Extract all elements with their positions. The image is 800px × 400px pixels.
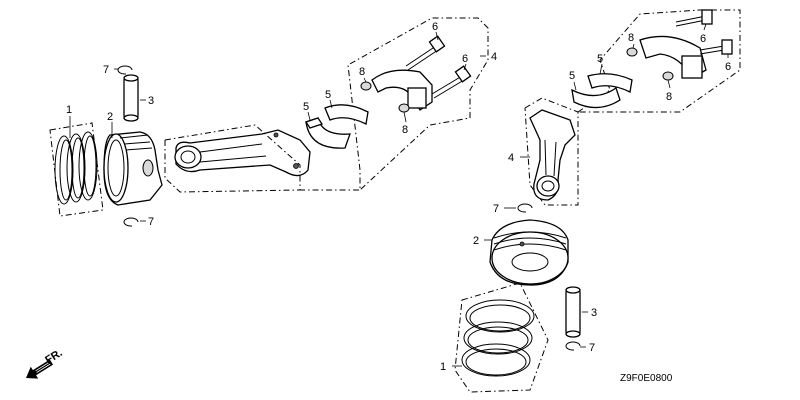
pin-clip-left-bottom [123, 217, 139, 227]
pin-clip-right-bottom [565, 341, 581, 351]
callout-connecting-rod-left: 4 [491, 51, 497, 63]
piston-rings-right [461, 299, 535, 377]
callout-rod-bearing-right-2: 5 [597, 53, 603, 65]
callout-dowel-pin-right-2: 8 [666, 91, 672, 103]
callout-rod-bolt-right-1: 6 [700, 33, 706, 45]
callout-rod-bearing-right-1: 5 [569, 70, 575, 82]
leader-lines [69, 23, 729, 367]
piston-left [103, 131, 163, 206]
rod-assembly-left-outline-2 [164, 140, 301, 193]
callout-dowel-pin-left-1: 8 [359, 66, 365, 78]
rod-assembly-left-outline [164, 17, 489, 191]
piston-right [489, 219, 569, 286]
callout-piston-ring-set-left: 1 [66, 104, 72, 116]
callout-piston-ring-set-right: 1 [440, 361, 446, 373]
callout-pin-clip-left-top: 7 [103, 64, 109, 76]
callout-dowel-pin-right-1: 8 [628, 32, 634, 44]
bearing-cap-right [626, 35, 707, 81]
front-direction-arrow [26, 359, 54, 379]
callout-piston-pin-right: 3 [591, 307, 597, 319]
rod-bearing-right-2 [587, 73, 633, 93]
ring-set-right-outline [454, 282, 549, 393]
callout-rod-bolt-right-2: 6 [725, 61, 731, 73]
rod-bolt-left-2 [431, 65, 472, 99]
rod-bearing-left-1 [304, 117, 351, 149]
rod-bearing-left-2 [324, 104, 369, 125]
pin-clip-right-top [517, 203, 533, 213]
callout-rod-bearing-left-2: 5 [325, 89, 331, 101]
rod-bearing-right-1 [571, 86, 621, 109]
connecting-rod-right [529, 109, 576, 201]
callout-pin-clip-right-bottom: 7 [589, 342, 595, 354]
piston-pin-right [565, 286, 581, 338]
piston-rings-left [54, 131, 98, 205]
callout-pin-clip-right-top: 7 [493, 203, 499, 215]
rod-bolt-left-1 [405, 35, 446, 71]
callout-connecting-rod-right: 4 [508, 152, 514, 164]
callout-piston-pin-left: 3 [148, 95, 154, 107]
rod-bolt-right-1 [675, 9, 713, 27]
callout-piston-right: 2 [473, 235, 479, 247]
piston-pin-left [123, 74, 139, 122]
callout-rod-bearing-left-1: 5 [303, 101, 309, 113]
connecting-rod-left [174, 129, 311, 177]
callout-rod-bolt-left-2: 6 [462, 53, 468, 65]
pin-clip-left-top [117, 65, 133, 75]
bearing-cap-left [360, 69, 433, 113]
rod-assembly-right-outline [524, 97, 579, 206]
diagram-code: Z9F0E0800 [620, 373, 673, 384]
rod-assembly-right-outline-2 [577, 9, 741, 113]
callout-pin-clip-left-bottom: 7 [148, 216, 154, 228]
callout-rod-bolt-left-1: 6 [432, 21, 438, 33]
callout-piston-left: 2 [107, 111, 113, 123]
rod-bolt-right-2 [699, 39, 733, 55]
callout-dowel-pin-left-2: 8 [402, 124, 408, 136]
